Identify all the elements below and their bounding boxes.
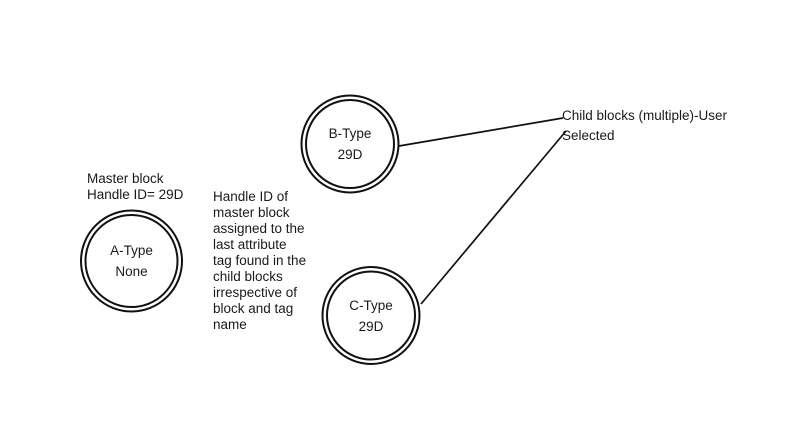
master-block-label: Master block Handle ID= 29D (87, 171, 184, 202)
child-blocks-label: Child blocks (multiple)-User Selected (562, 108, 728, 143)
node-b-label: B-Type 29D (328, 126, 372, 162)
node-c-label: C-Type 29D (349, 297, 393, 334)
node-a-circle (80, 209, 183, 313)
node-b-circle (300, 94, 400, 194)
connector-line-b-to-childlabel (398, 117, 564, 147)
connector-line-c-to-childlabel (420, 130, 567, 305)
node-a-label: A-Type None (110, 242, 153, 279)
middle-note-label: Handle ID of master block assigned to th… (213, 189, 307, 332)
node-c-circle (321, 266, 421, 365)
